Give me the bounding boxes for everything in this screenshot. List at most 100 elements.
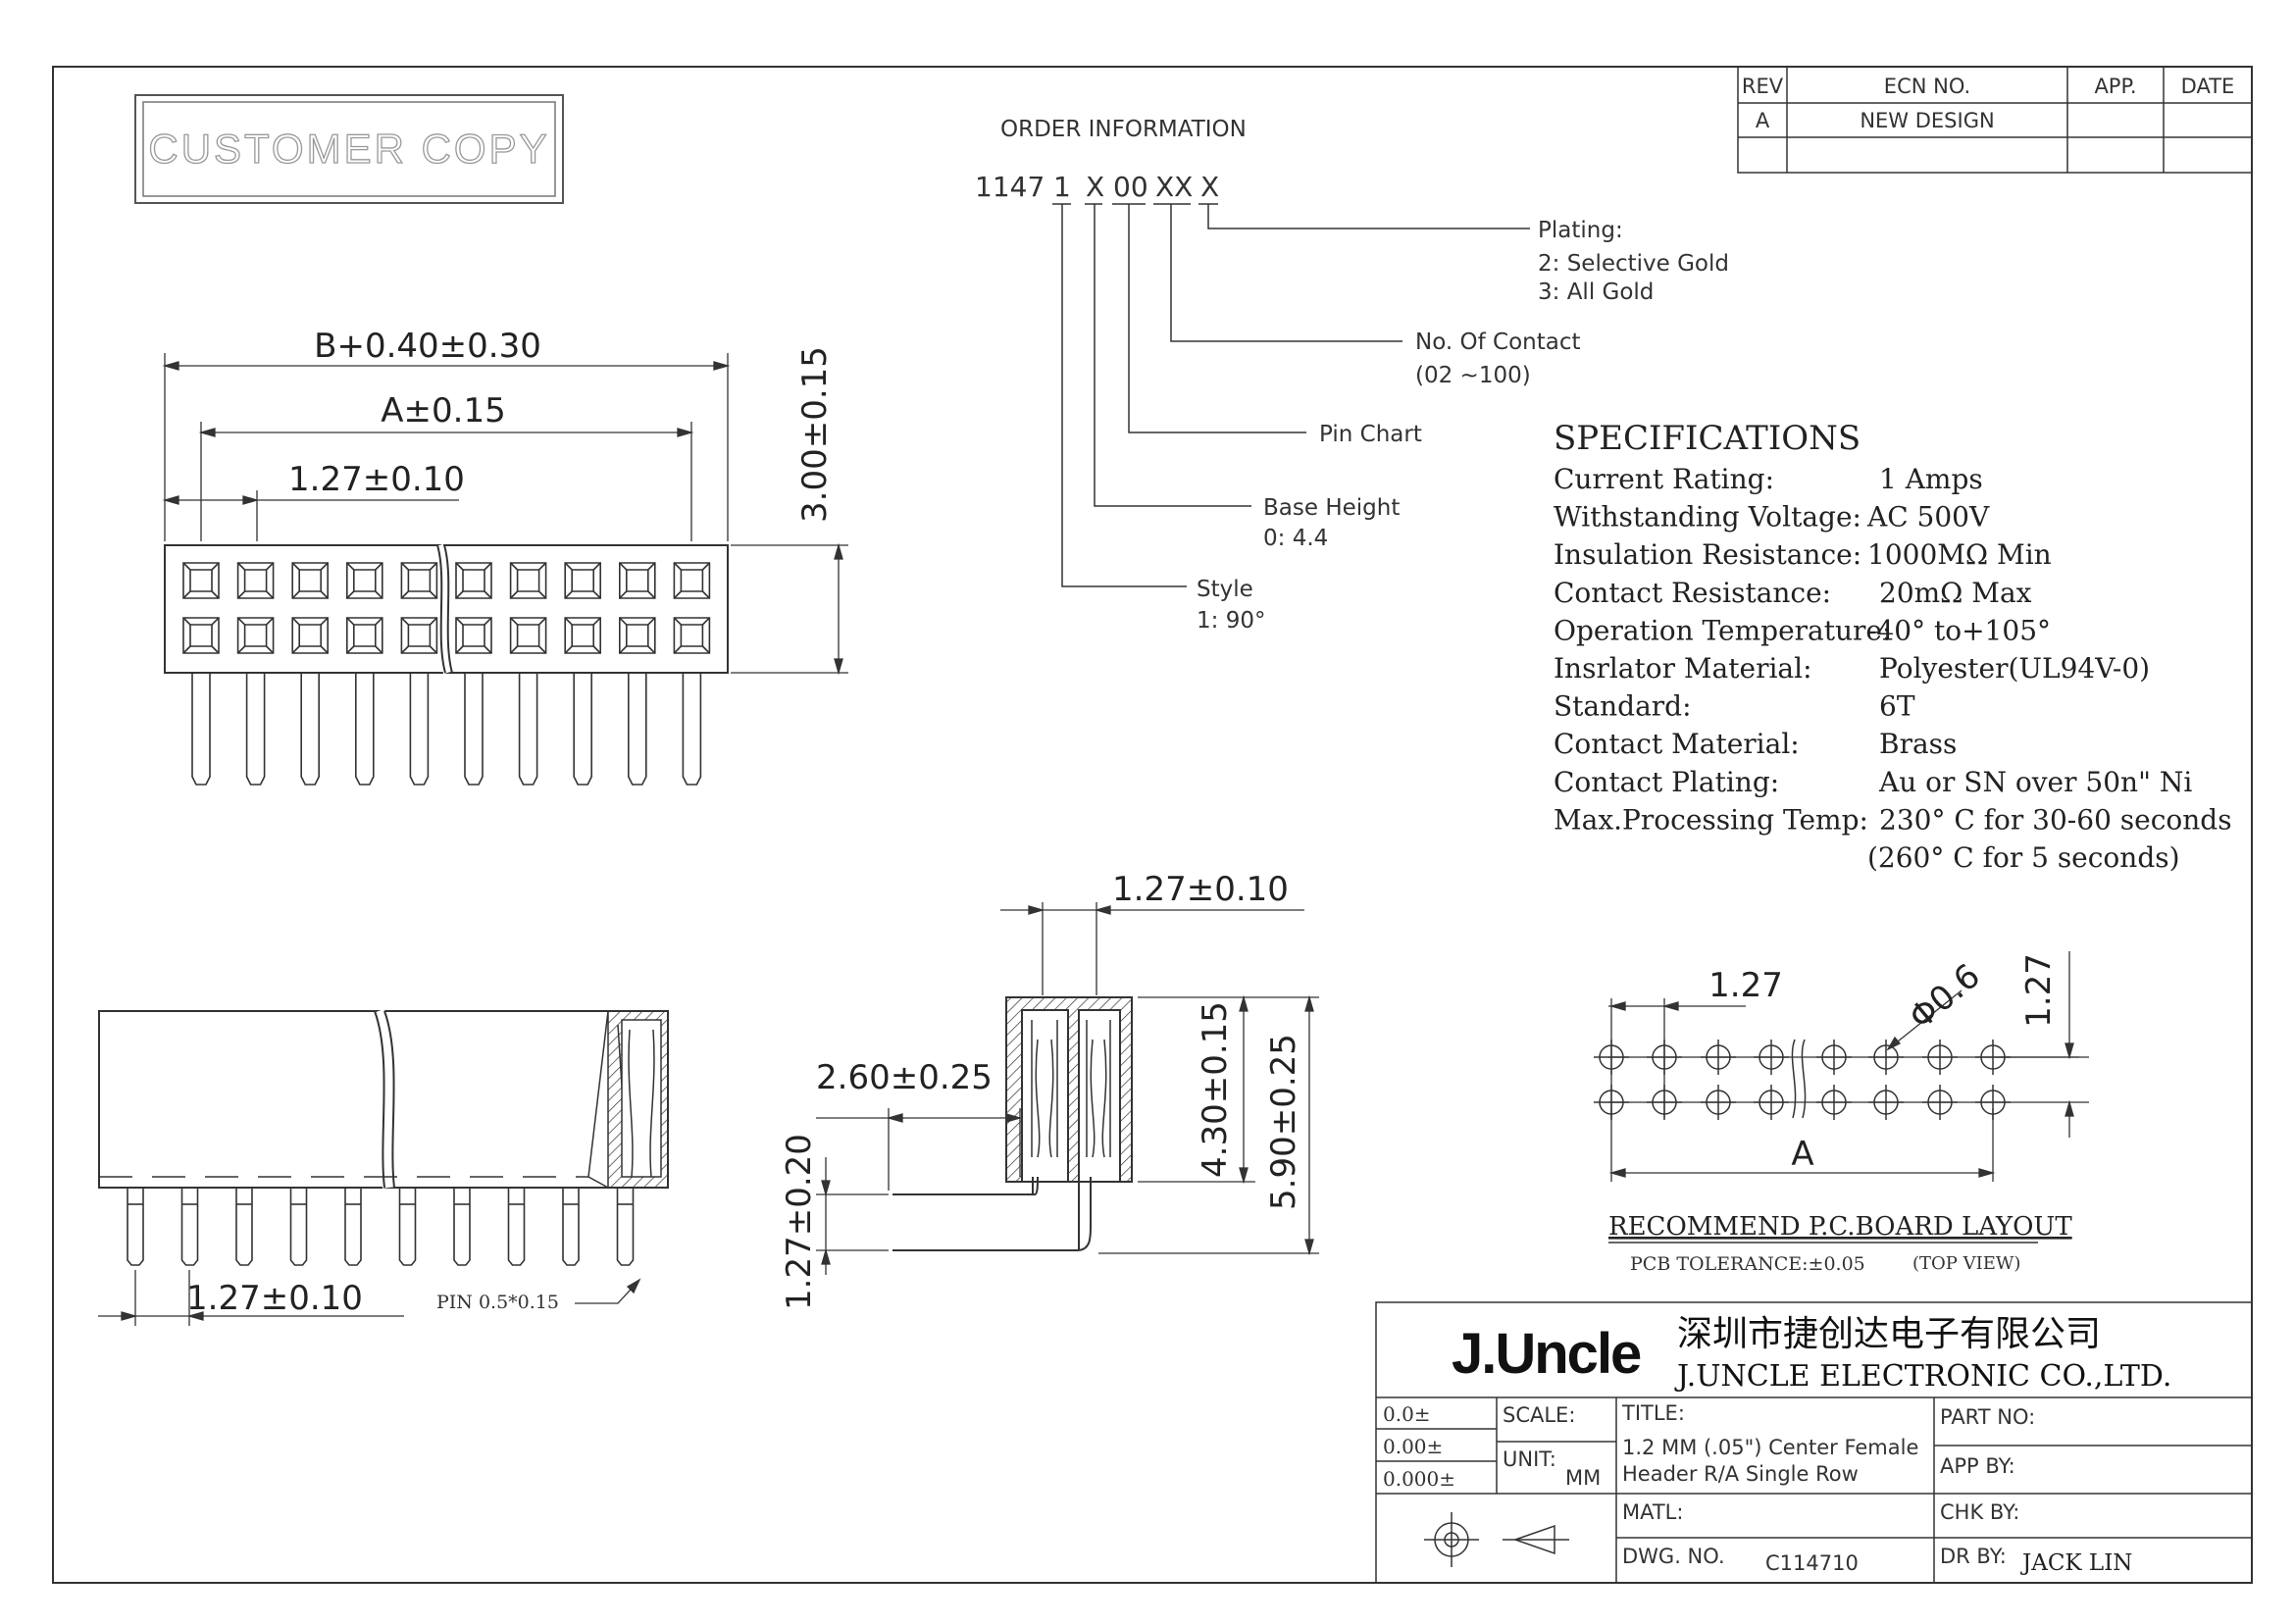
spec-label: Operation Temperature:	[1554, 614, 1891, 646]
dim-top-pitch: 1.27±0.10	[288, 460, 465, 499]
contact-cell-bevel	[511, 618, 546, 653]
contact-cell-bevel	[183, 563, 219, 598]
contact-cell-bevel	[511, 563, 546, 598]
tolerance-2: 0.00±	[1383, 1435, 1443, 1458]
pin-chart-label: Pin Chart	[1319, 422, 1422, 447]
contact-cell-bevel	[456, 618, 491, 653]
app-by-label: APP BY:	[1940, 1454, 2015, 1478]
pcb-layout-title: RECOMMEND P.C.BOARD LAYOUT	[1608, 1212, 2072, 1242]
spec-value: Polyester(UL94V-0)	[1879, 652, 2150, 685]
title-line-2: Header R/A Single Row	[1622, 1462, 1859, 1486]
spec-label: Insrlator Material:	[1554, 652, 1812, 685]
spec-label: Insulation Resistance:	[1554, 538, 1861, 571]
contact-cell-inner	[354, 570, 376, 591]
contact-cell-inner	[245, 570, 267, 591]
side-view	[99, 1011, 668, 1265]
unit-label: UNIT:	[1503, 1447, 1556, 1471]
ecn-value: NEW DESIGN	[1860, 109, 1994, 132]
pcb-layout-dimensions	[1608, 951, 2089, 1182]
spec-value: 1 Amps	[1879, 463, 1983, 495]
plating-option-3: 3: All Gold	[1538, 279, 1654, 305]
contact-cell	[292, 563, 328, 598]
contact-cell-bevel	[238, 563, 274, 598]
projection-symbol-icon	[1424, 1512, 1569, 1567]
unit-value: MM	[1565, 1466, 1601, 1490]
pcb-tolerance: PCB TOLERANCE:±0.05	[1630, 1253, 1865, 1275]
customer-copy-stamp: CUSTOMER COPY	[148, 126, 549, 172]
top-view-pin	[301, 673, 319, 785]
base-height-value: 0: 4.4	[1263, 526, 1328, 551]
spec-value: AC 500V	[1866, 501, 1990, 533]
top-view-pin	[574, 673, 591, 785]
dim-top-height: 3.00±0.15	[795, 346, 835, 523]
pcb-a-label: A	[1791, 1135, 1813, 1174]
pcb-hole-diameter: Φ0.6	[1902, 956, 1988, 1038]
contact-cell	[456, 563, 491, 598]
ecn-header: ECN NO.	[1884, 75, 1970, 98]
scale-label: SCALE:	[1503, 1403, 1575, 1427]
contact-cell-inner	[299, 625, 321, 646]
drawing-border	[53, 67, 2252, 1583]
order-code-series: 1147	[975, 171, 1045, 203]
spec-label: Withstanding Voltage:	[1554, 501, 1861, 533]
contact-cell-inner	[627, 625, 648, 646]
side-view-dimensions	[98, 1270, 639, 1326]
contact-cell-inner	[681, 570, 702, 591]
spec-label: Standard:	[1554, 690, 1692, 723]
contact-cell-bevel	[674, 563, 709, 598]
side-view-pin	[400, 1188, 416, 1265]
specifications-title: SPECIFICATIONS	[1554, 419, 1861, 458]
top-view-dimensions	[165, 353, 848, 673]
rev-value: A	[1756, 109, 1770, 132]
app-header: APP.	[2094, 75, 2136, 98]
stamp-outer-box	[135, 95, 563, 203]
tolerance-3: 0.000±	[1383, 1467, 1455, 1491]
spec-label: Current Rating:	[1554, 463, 1774, 495]
dwg-no-value: C114710	[1765, 1551, 1859, 1575]
company-name-en: J.UNCLE ELECTRONIC CO.,LTD.	[1674, 1359, 2171, 1394]
contact-cell-bevel	[620, 618, 655, 653]
contact-cell	[183, 563, 219, 598]
contact-cell	[674, 618, 709, 653]
top-view-pin	[629, 673, 646, 785]
dim-section-4-30: 4.30±0.15	[1196, 1001, 1235, 1178]
contact-cell-inner	[354, 625, 376, 646]
side-view-pin	[454, 1188, 470, 1265]
contact-cell-bevel	[347, 618, 382, 653]
order-code-base: X	[1086, 171, 1104, 203]
spec-value: 230° C for 30-60 seconds	[1879, 803, 2232, 836]
pcb-top-view: (TOP VIEW)	[1912, 1253, 2020, 1274]
contact-cell	[511, 618, 546, 653]
side-view-pin	[563, 1188, 579, 1265]
contact-count-range: (02 ~100)	[1415, 363, 1531, 388]
contact-cell	[620, 618, 655, 653]
top-view	[165, 545, 728, 785]
contact-cell-bevel	[565, 618, 600, 653]
top-view-pin	[247, 673, 265, 785]
contact-cell	[565, 563, 600, 598]
pcb-pitch-vertical: 1.27	[2019, 953, 2059, 1028]
contact-cell-inner	[463, 625, 484, 646]
dim-section-pitch: 1.27±0.10	[1112, 870, 1289, 909]
pcb-pitch-horizontal: 1.27	[1708, 966, 1783, 1005]
section-view-dimensions	[816, 902, 1319, 1275]
contact-cell	[401, 563, 436, 598]
date-header: DATE	[2181, 75, 2235, 98]
order-code-contacts: XX	[1155, 171, 1193, 203]
matl-label: MATL:	[1622, 1500, 1683, 1524]
contact-cell	[401, 618, 436, 653]
plating-option-2: 2: Selective Gold	[1538, 251, 1729, 277]
dim-section-5-90: 5.90±0.25	[1264, 1034, 1303, 1210]
rev-header: REV	[1742, 75, 1784, 98]
part-no-label: PART NO:	[1940, 1405, 2035, 1429]
side-view-pin	[291, 1188, 307, 1265]
contact-cell	[347, 563, 382, 598]
contact-cell-bevel	[183, 618, 219, 653]
spec-value: -40° to+105°	[1867, 614, 2051, 646]
contact-cell-inner	[190, 625, 212, 646]
dr-by-label: DR BY:	[1940, 1545, 2007, 1568]
contact-cell-bevel	[238, 618, 274, 653]
top-view-pin	[356, 673, 374, 785]
chk-by-label: CHK BY:	[1940, 1500, 2019, 1524]
